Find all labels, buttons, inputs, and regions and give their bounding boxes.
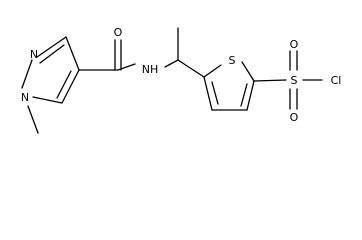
atom-o-carbonyl: O: [114, 26, 123, 39]
bond-c5-c4: [246, 80, 255, 111]
bond-c4-c5-double: [56, 70, 72, 99]
bonds: [21, 27, 323, 134]
atom-o-sulfonyl-top: O: [290, 38, 299, 51]
bond-n1-n2: [21, 59, 33, 89]
bond-c5-c4-double: [240, 83, 248, 107]
bond-methyl: [27, 105, 39, 134]
atom-cl: Cl: [331, 74, 342, 87]
bond-c3-c2-double: [211, 81, 219, 105]
bond-carbonyl-n: [117, 63, 136, 71]
bond-n2-c3: [36, 36, 67, 58]
atom-n-pyrazole-bottom: N: [21, 91, 29, 104]
atom-labels: O N N NH S S O O Cl: [21, 26, 341, 124]
atom-n-pyrazole-top: N: [30, 48, 38, 61]
bond-n-ch: [164, 59, 179, 68]
bond-c5-so2: [253, 79, 287, 82]
bond-ch-thiophene: [177, 59, 205, 78]
chemical-structure: O N N NH S S O O Cl: [21, 26, 341, 134]
bond-c5-n1: [32, 96, 63, 104]
atom-s-sulfonyl: S: [291, 74, 298, 87]
bond-c3-c4: [65, 36, 80, 71]
atom-nh-amide: NH: [142, 63, 159, 76]
bond-s1-c5: [241, 61, 255, 82]
atom-o-sulfonyl-bottom: O: [290, 111, 299, 124]
bond-c4-c5: [61, 69, 80, 104]
bond-c3-c2: [203, 76, 213, 111]
bond-n2-c3-double: [39, 44, 65, 64]
bond-c2-s1: [203, 64, 222, 78]
atom-s-thiophene: S: [229, 54, 236, 67]
